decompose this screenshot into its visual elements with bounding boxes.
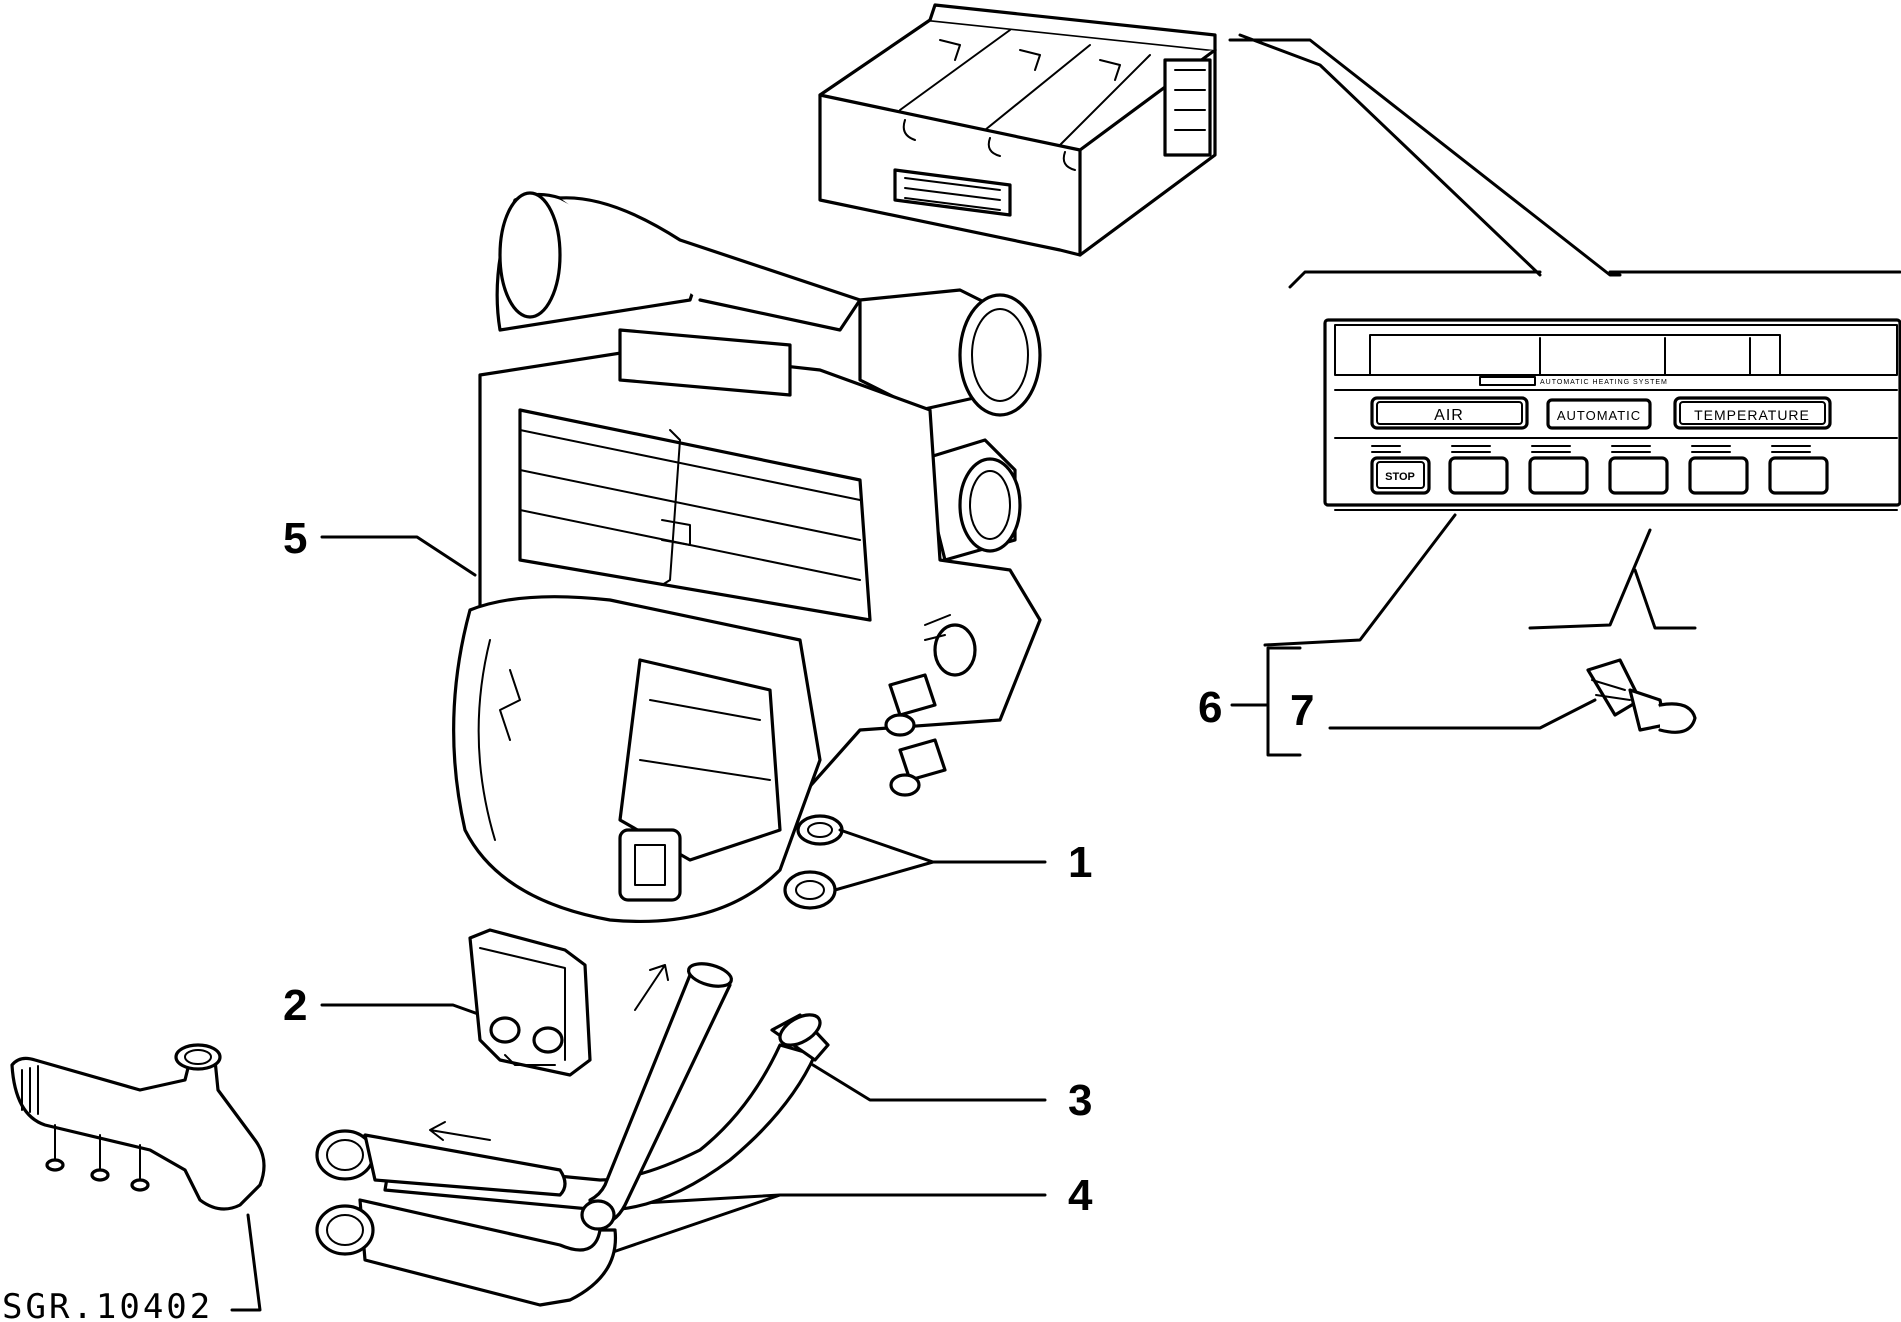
callout-2: 2 [283,981,307,1030]
gasket-plate [468,928,592,1077]
heater-hoses [315,962,830,1307]
callout-6: 6 [1198,683,1222,732]
module-leader [1228,38,1622,277]
leader-2 [320,1003,497,1022]
leader-5 [320,535,477,577]
leader-7 [1328,698,1597,730]
temperature-button-label: TEMPERATURE [1694,407,1810,423]
ref-leader [230,1213,262,1312]
callout-5: 5 [283,514,307,563]
automatic-button[interactable]: AUTOMATIC [1546,398,1652,430]
temperature-button[interactable]: TEMPERATURE [1673,396,1832,430]
leader-4 [608,1193,1047,1255]
leader-3 [811,1063,1047,1102]
panel-leader-7 [1528,528,1697,630]
module-leader-2 [1238,33,1542,277]
callout-4: 4 [1068,1171,1093,1220]
callout-7: 7 [1290,686,1314,735]
heater-assembly [452,191,1042,924]
panel-leader-6 [1263,513,1457,647]
climate-control-panel: AUTOMATIC HEATING SYSTEM AIR AUTOMATIC T… [1323,318,1901,511]
panel-button-5[interactable] [1688,456,1749,495]
panel-button-3[interactable] [1528,456,1589,495]
panel-top-bracket [1288,270,1901,289]
leader-1 [833,828,1047,892]
coolant-manifold [10,1043,266,1211]
panel-button-2[interactable] [1448,456,1509,495]
bulb-holder [1586,658,1697,734]
stop-button[interactable]: STOP [1370,456,1431,495]
control-module [818,3,1217,257]
air-button[interactable]: AIR [1370,396,1529,430]
reference-code: SGR.10402 [2,1287,213,1322]
automatic-button-label: AUTOMATIC [1557,408,1641,423]
stop-button-label: STOP [1385,471,1415,483]
callout-1: 1 [1068,838,1092,887]
air-button-label: AIR [1434,407,1464,424]
panel-button-4[interactable] [1608,456,1669,495]
panel-button-6[interactable] [1768,456,1829,495]
panel-brand-strip: AUTOMATIC HEATING SYSTEM [1540,379,1668,386]
bracket-6 [1266,646,1302,757]
callout-3: 3 [1068,1076,1092,1125]
